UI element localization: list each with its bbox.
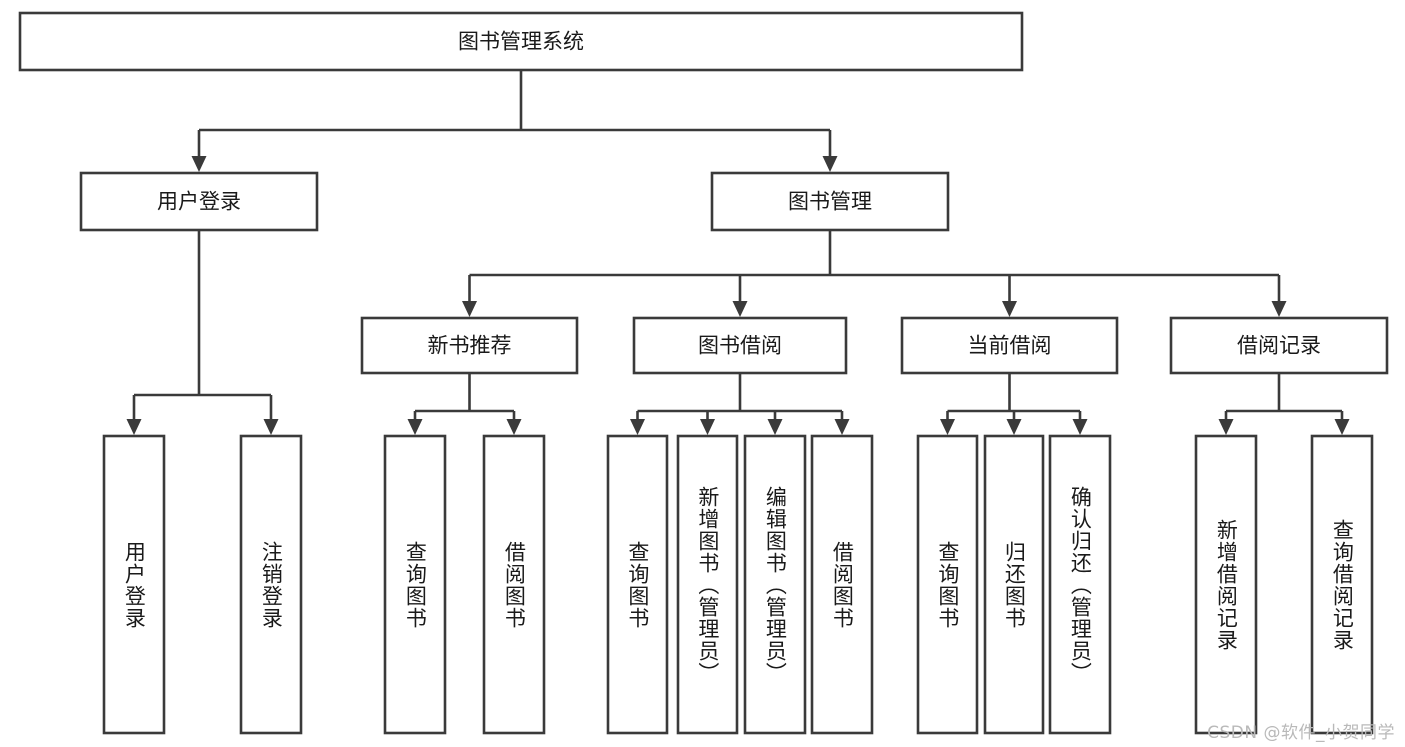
connectors-layer (126, 70, 1350, 435)
node-box-root[interactable] (18, 11, 1024, 72)
book-management-to-level3-arrow-1 (732, 301, 748, 317)
node-label-level2: 用户登录 (157, 190, 241, 214)
csdn-watermark: CSDN @软件_小贺同学 (1207, 723, 1395, 743)
node-1-to-leaves-arrow-1 (700, 419, 715, 435)
node-0-to-leaves-arrow-1 (506, 419, 522, 435)
node-box-level3[interactable] (1169, 316, 1389, 375)
node-box-leaf[interactable] (1048, 434, 1112, 735)
node-2-to-leaves-arrow-2 (1072, 419, 1088, 435)
node-box-leaf[interactable] (383, 434, 447, 735)
node-box-leaf[interactable] (676, 434, 739, 735)
node-box-leaf[interactable] (239, 434, 303, 735)
node-2-to-leaves-arrow-1 (1006, 419, 1022, 435)
node-box-leaf[interactable] (743, 434, 807, 735)
book-management-to-level3-arrow-2 (1002, 301, 1017, 317)
node-1-to-leaves-arrow-0 (630, 419, 645, 435)
node-label-level3: 借阅记录 (1237, 334, 1321, 358)
node-box-leaf[interactable] (810, 434, 874, 735)
node-box-level3[interactable] (360, 316, 579, 375)
node-box-leaf[interactable] (1310, 434, 1374, 735)
node-1-to-leaves-arrow-3 (834, 419, 850, 435)
user-login-to-leaves-arrow-0 (126, 419, 142, 435)
node-1-to-leaves-arrow-2 (767, 419, 783, 435)
node-box-level3[interactable] (632, 316, 848, 375)
user-login-to-leaves-arrow-1 (263, 419, 279, 435)
book-management-to-level3-arrow-3 (1271, 301, 1287, 317)
node-label-level3: 新书推荐 (428, 334, 512, 358)
boxes-layer (18, 11, 1389, 735)
node-3-to-leaves-arrow-0 (1218, 419, 1234, 435)
node-0-to-leaves-arrow-0 (407, 419, 423, 435)
node-3-to-leaves-arrow-1 (1334, 419, 1350, 435)
node-box-level3[interactable] (900, 316, 1119, 375)
node-label-level2: 图书管理 (788, 190, 872, 214)
node-box-leaf[interactable] (606, 434, 669, 735)
node-box-leaf[interactable] (482, 434, 546, 735)
node-label-root: 图书管理系统 (458, 30, 584, 54)
root-to-level2-arrow-1 (822, 156, 838, 172)
root-to-level2-arrow-0 (191, 156, 207, 172)
node-2-to-leaves-arrow-0 (940, 419, 955, 435)
book-management-to-level3-arrow-0 (462, 301, 477, 317)
node-label-level3: 图书借阅 (698, 334, 782, 358)
node-box-leaf[interactable] (1194, 434, 1258, 735)
node-box-level2[interactable] (79, 171, 319, 232)
node-box-leaf[interactable] (916, 434, 979, 735)
node-label-level3: 当前借阅 (968, 334, 1052, 358)
node-box-leaf[interactable] (102, 434, 166, 735)
node-box-level2[interactable] (710, 171, 950, 232)
node-box-leaf[interactable] (983, 434, 1045, 735)
